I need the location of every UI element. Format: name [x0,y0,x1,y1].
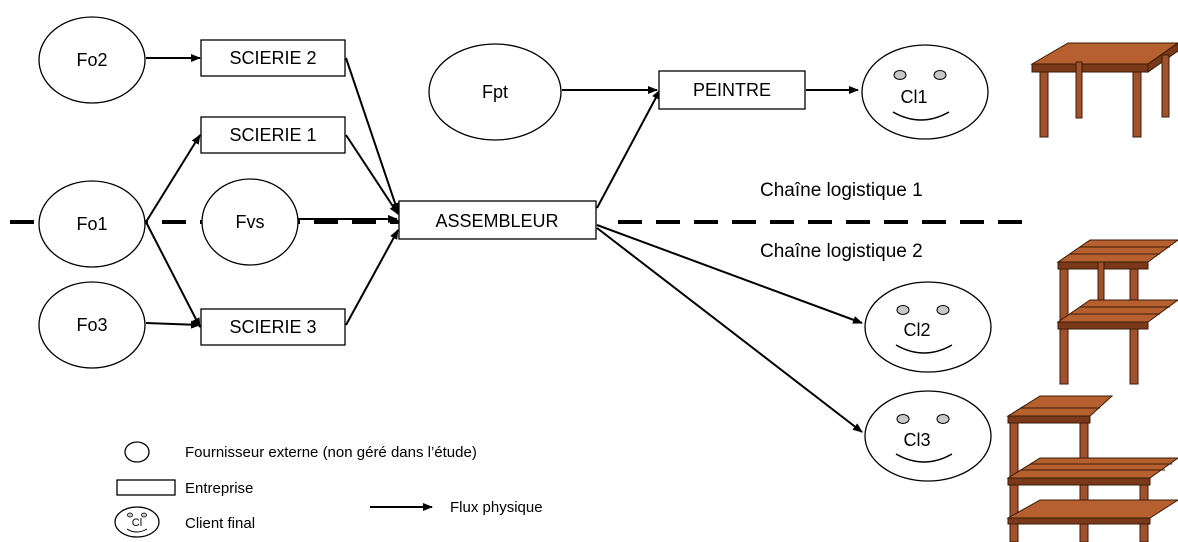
svg-text:Cl3: Cl3 [903,430,930,450]
svg-text:Fo1: Fo1 [76,214,107,234]
company-scierie1: SCIERIE 1 [200,116,346,154]
client-cl3: Cl3 [864,390,992,482]
legend-supplier-symbol [124,441,150,463]
svg-text:Cl1: Cl1 [900,87,927,107]
edge-fo1-scierie1 [145,134,201,223]
double-shelf-illustration [1006,395,1178,542]
company-peintre: PEINTRE [658,70,806,110]
svg-text:Cl2: Cl2 [903,320,930,340]
svg-text:SCIERIE 1: SCIERIE 1 [229,125,316,145]
shelf-illustration [1056,239,1178,385]
svg-text:ASSEMBLEUR: ASSEMBLEUR [435,211,558,231]
svg-text:PEINTRE: PEINTRE [693,80,771,100]
supplier-fvs: Fvs [201,178,299,266]
legend-company-label: Entreprise [185,480,253,497]
edge-scierie3-assembleur [345,229,399,326]
legend-client-symbol [114,506,160,538]
supplier-fpt: Fpt [428,43,562,141]
legend-flow-label: Flux physique [450,499,543,516]
svg-text:SCIERIE 3: SCIERIE 3 [229,317,316,337]
svg-text:Fpt: Fpt [482,82,508,102]
supplier-fo2: Fo2 [38,16,146,104]
legend-client-symbol-text: Cl [132,517,142,529]
company-scierie3: SCIERIE 3 [200,308,346,346]
edge-scierie2-assembleur [345,57,399,213]
legend: Fournisseur externe (non géré dans l’étu… [114,441,543,538]
edge-fo1-scierie3 [145,221,201,328]
client-cl1: Cl1 [861,44,989,140]
legend-supplier-label: Fournisseur externe (non géré dans l’étu… [185,444,477,461]
edge-fo3-scierie3 [145,320,201,329]
flow-edges [145,54,863,433]
company-assembleur: ASSEMBLEUR [398,200,597,240]
svg-text:Fvs: Fvs [236,212,265,232]
supplier-fo1: Fo1 [38,180,146,268]
legend-client-label: Client final [185,515,255,532]
chain-2-label: Chaîne logistique 2 [760,241,923,262]
supplier-fo3: Fo3 [38,281,146,369]
chain-1-label: Chaîne logistique 1 [760,180,923,201]
edge-assembleur-peintre [596,89,661,209]
edge-assembleur-cl2 [596,224,863,324]
svg-text:Fo3: Fo3 [76,315,107,335]
edge-assembleur-cl3 [596,227,863,433]
table-illustration [1030,42,1178,138]
svg-text:SCIERIE 2: SCIERIE 2 [229,48,316,68]
svg-text:Fo2: Fo2 [76,50,107,70]
company-scierie2: SCIERIE 2 [200,39,346,77]
edge-scierie1-assembleur [345,134,399,215]
client-cl2: Cl2 [864,281,992,373]
legend-company-symbol [116,479,176,496]
